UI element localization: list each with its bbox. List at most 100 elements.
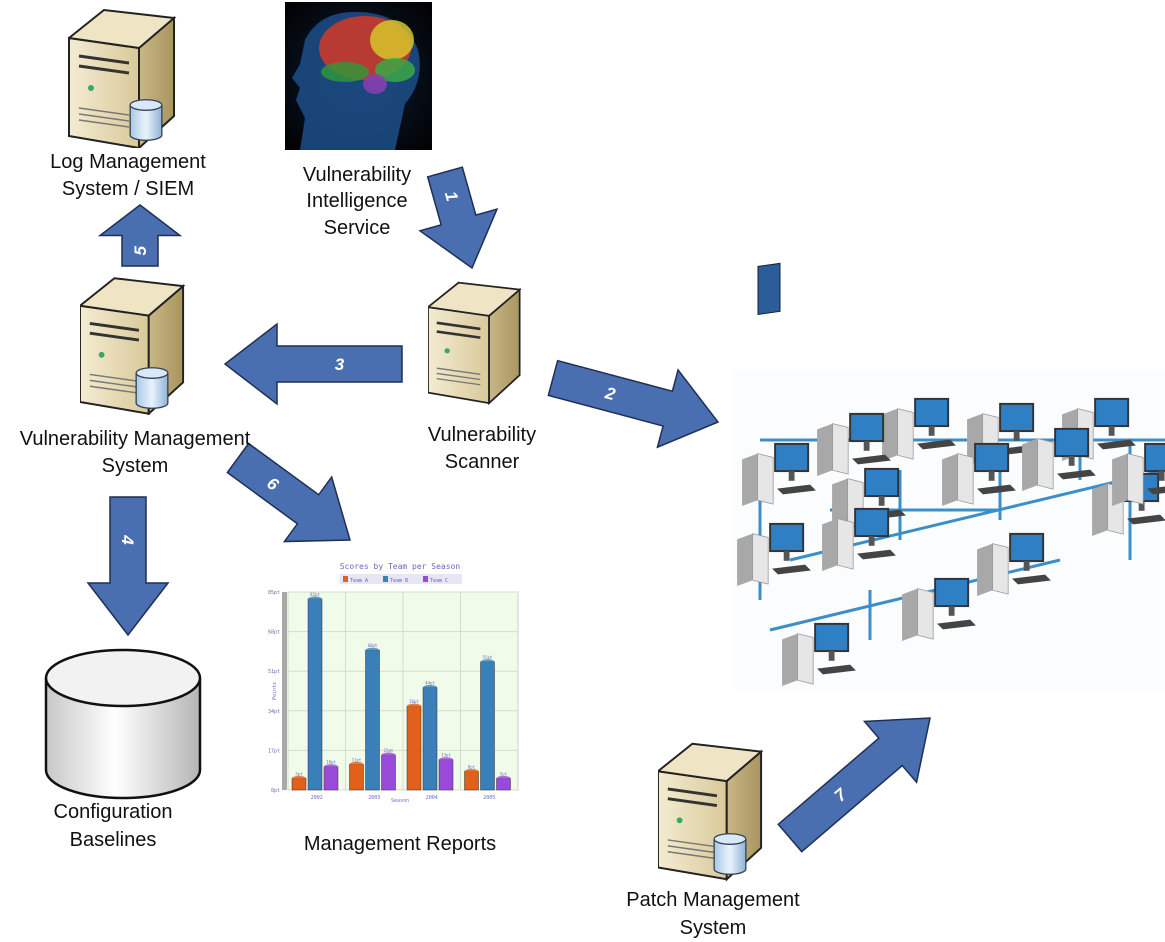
label-line: Vulnerability Management bbox=[20, 428, 251, 450]
label-management-reports: Management Reports bbox=[304, 833, 496, 855]
bar-top bbox=[496, 775, 511, 781]
legend-swatch bbox=[423, 576, 428, 582]
data-label: 55pt bbox=[483, 655, 493, 660]
x-axis-label: Season bbox=[391, 798, 409, 804]
bar-top bbox=[308, 596, 322, 602]
database-icon bbox=[713, 833, 747, 875]
x-tick-label: 2003 bbox=[368, 795, 380, 801]
server-tower-icon bbox=[757, 262, 781, 316]
arrow-1-shape bbox=[418, 166, 499, 270]
plot-wall bbox=[282, 592, 287, 790]
bar-top bbox=[292, 775, 306, 781]
bar bbox=[464, 771, 479, 791]
y-tick-label: 68pt bbox=[268, 630, 280, 636]
arrow-2: 2 bbox=[547, 359, 720, 449]
x-tick-label: 2005 bbox=[483, 795, 495, 801]
chart-title: Scores by Team per Season bbox=[340, 562, 461, 571]
label-line: Baselines bbox=[70, 829, 157, 851]
arrow-number: 4 bbox=[118, 534, 137, 545]
bar-top bbox=[365, 647, 380, 653]
bar bbox=[480, 661, 495, 791]
label-intelligence-service: Vulnerability Intelligence Service bbox=[303, 164, 411, 239]
label-line: Log Management bbox=[50, 151, 206, 173]
bar-top bbox=[464, 768, 479, 774]
data-label: 82pt bbox=[310, 592, 320, 597]
arrow-4: 4 bbox=[86, 496, 170, 637]
y-tick-label: 0pt bbox=[271, 788, 280, 794]
arrow-7: 7 bbox=[777, 717, 931, 853]
bar-top bbox=[381, 752, 396, 758]
bar bbox=[365, 649, 380, 791]
arrow-5-shape bbox=[97, 204, 183, 267]
data-label: 60pt bbox=[368, 643, 378, 648]
x-tick-label: 2002 bbox=[311, 795, 323, 801]
bar bbox=[323, 766, 339, 791]
label-line: System bbox=[102, 455, 169, 477]
bar bbox=[406, 705, 422, 791]
legend-label: Team A bbox=[350, 578, 368, 584]
label-line: Vulnerability bbox=[428, 424, 536, 446]
data-label: 44pt bbox=[425, 681, 435, 686]
label-vulnerability-management: Vulnerability Management System bbox=[20, 428, 251, 477]
configuration-baselines-database-icon bbox=[44, 648, 202, 800]
x-tick-label: 2004 bbox=[426, 795, 438, 801]
arrow-6-shape bbox=[226, 442, 351, 543]
y-tick-label: 34pt bbox=[268, 709, 280, 715]
data-label: 15pt bbox=[384, 748, 394, 753]
bar-top bbox=[324, 764, 338, 770]
label-line: Patch Management bbox=[626, 889, 800, 911]
legend-box bbox=[340, 574, 462, 584]
arrow-3-shape bbox=[223, 322, 403, 406]
legend-label: Team B bbox=[390, 578, 408, 584]
database-icon bbox=[135, 367, 169, 409]
legend-swatch bbox=[343, 576, 348, 582]
vulnerability-intelligence-image bbox=[285, 2, 432, 150]
y-tick-label: 17pt bbox=[268, 748, 280, 754]
y-tick-label: 51pt bbox=[268, 669, 280, 675]
bar-top bbox=[480, 659, 495, 665]
data-label: 13pt bbox=[441, 753, 451, 758]
label-line: Vulnerability bbox=[303, 164, 411, 186]
data-label: 8pt bbox=[468, 764, 476, 769]
label-line: Intelligence bbox=[306, 190, 407, 212]
label-vulnerability-scanner: Vulnerability Scanner bbox=[428, 424, 536, 473]
y-tick-label: 85pt bbox=[268, 590, 280, 596]
data-label: 10pt bbox=[326, 760, 336, 765]
bar bbox=[381, 754, 396, 791]
arrow-6: 6 bbox=[226, 442, 351, 543]
bar bbox=[307, 598, 323, 791]
label-line: System / SIEM bbox=[62, 178, 194, 200]
arrow-3: 3 bbox=[223, 322, 403, 406]
database-icon bbox=[129, 99, 163, 141]
vulnerability-scanner-server-icon bbox=[428, 281, 522, 405]
flow-arrows: 12 3 4 5 6 7 bbox=[86, 166, 931, 853]
bar-top bbox=[423, 685, 437, 691]
data-label: 5pt bbox=[500, 771, 508, 776]
bar-top bbox=[407, 703, 421, 709]
arrow-5: 5 bbox=[97, 204, 183, 267]
label-line: System bbox=[680, 917, 747, 939]
label-line: Service bbox=[324, 217, 391, 239]
arrow-number: 5 bbox=[131, 245, 150, 255]
y-axis-label: Points bbox=[272, 682, 278, 700]
label-patch-management: Patch Management System bbox=[626, 889, 800, 939]
bar-top bbox=[439, 757, 453, 763]
label-line: Scanner bbox=[445, 451, 520, 473]
arrow-2-shape bbox=[547, 359, 720, 449]
arrow-4-shape bbox=[86, 496, 170, 637]
bar bbox=[349, 764, 364, 791]
label-log-management: Log Management System / SIEM bbox=[50, 151, 206, 200]
bar-top bbox=[349, 761, 364, 767]
arrow-1: 1 bbox=[418, 166, 499, 270]
data-label: 36pt bbox=[409, 699, 419, 704]
bar bbox=[438, 759, 454, 791]
legend-swatch bbox=[383, 576, 388, 582]
network-image bbox=[735, 262, 1165, 690]
label-line: Configuration bbox=[54, 801, 173, 823]
legend-label: Team C bbox=[430, 578, 448, 584]
arrow-number: 3 bbox=[335, 355, 345, 374]
data-label: 11pt bbox=[352, 757, 362, 762]
data-label: 5pt bbox=[295, 771, 303, 776]
